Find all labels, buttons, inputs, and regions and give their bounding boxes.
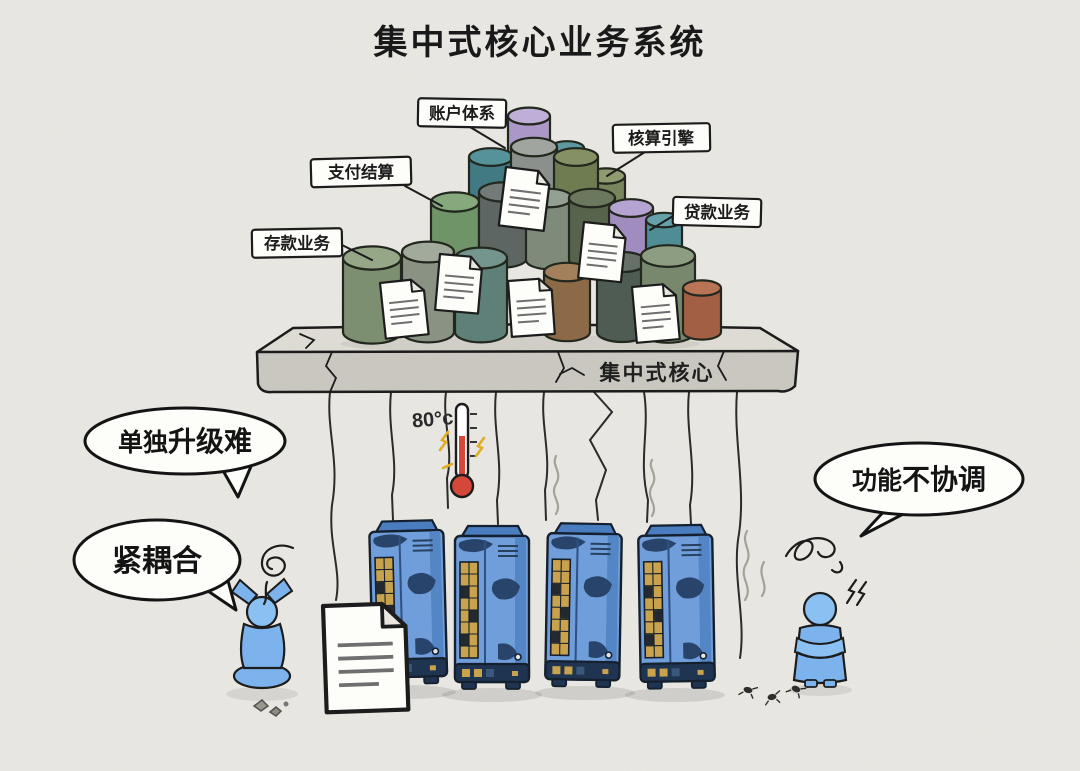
database-pile [341,106,723,345]
smoke-wisp [648,458,656,518]
temperature-reading: 80°c [411,407,454,433]
spiral-scribble [260,544,295,606]
svg-text:存款业务: 存款业务 [264,233,331,253]
document-icon [506,276,556,338]
document-icon [497,165,552,233]
dependency-lines [328,391,743,659]
smoke-wisp [760,560,766,598]
document-icon [378,277,430,340]
thermometer: 80°c [411,402,486,499]
server-tower [453,524,531,691]
module-label-loan: 贷款业务 [649,195,763,231]
module-label-accounting: 核算引擎 [606,122,712,177]
svg-text:核算引擎: 核算引擎 [628,128,695,148]
server-tower [636,523,717,691]
frustrated-person [226,577,298,701]
server-tower [543,521,624,689]
svg-text:功能不协调: 功能不协调 [852,464,986,495]
bug-doodles [738,685,807,706]
smoke-wisps [552,454,766,602]
fallen-document [323,603,408,712]
spark-icon [441,462,454,470]
svg-text:单独升级难: 单独升级难 [118,426,252,457]
module-label-payment: 支付结算 [309,155,443,207]
document-icon [434,252,484,315]
document-icon [630,282,681,344]
svg-text:紧耦合: 紧耦合 [112,544,202,578]
anger-mark [845,578,868,607]
speech-bubble-coupling: 紧耦合 [72,518,242,612]
page-title: 集中式核心业务系统 [373,24,707,62]
document-icon [577,220,628,284]
svg-text:支付结算: 支付结算 [328,162,394,182]
tangle-scribble [784,537,844,574]
speech-bubble-coordination: 功能不协调 [813,441,1025,538]
spark-icon [438,430,450,452]
platform-label: 集中式核心 [599,361,715,385]
svg-text:贷款业务: 贷款业务 [684,202,751,222]
module-label-deposit: 存款业务 [250,227,373,261]
angry-person [788,591,852,696]
module-label-account: 账户体系 [416,97,508,149]
database-cylinder [681,279,723,341]
speech-bubble-upgrade: 单独升级难 [83,406,287,499]
smoke-wisp [742,529,750,602]
debris [252,699,289,717]
smoke-wisp [552,454,560,516]
spark-icon [474,436,486,458]
svg-text:账户体系: 账户体系 [429,103,495,123]
